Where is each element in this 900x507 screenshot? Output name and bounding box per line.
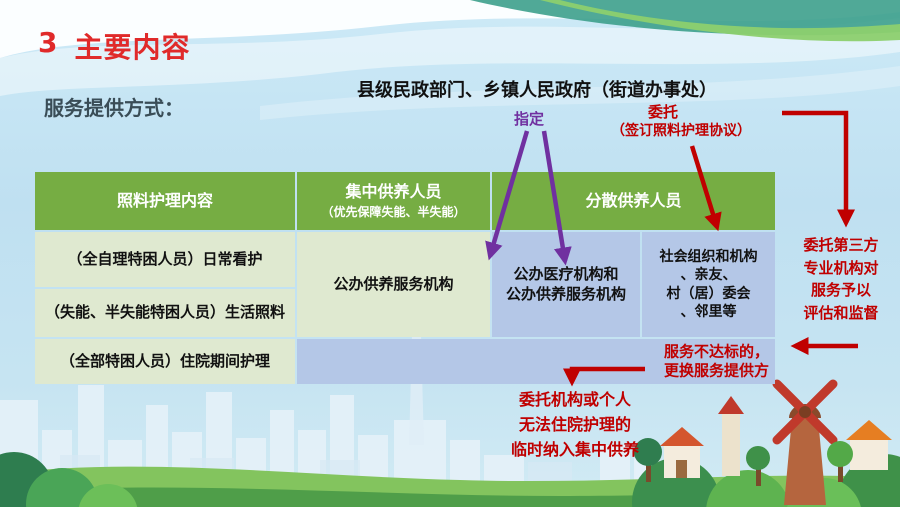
assign-label: 指定: [514, 110, 545, 128]
green-wave: [470, 0, 900, 42]
page-title: 3 主要内容: [38, 26, 191, 66]
cell-public-medical: 公办医疗机构和 公办供养服务机构: [492, 232, 640, 337]
temporary-care-note: 委托机构或个人 无法住院护理的 临时纳入集中供养: [510, 390, 639, 459]
header-centralized-main: 集中供养人员: [345, 181, 442, 201]
foliage: [0, 452, 138, 507]
cell-social-orgs: 社会组织和机构 、亲友、 村（居）委会 、邻里等: [642, 232, 775, 337]
care-table: 照料护理内容 集中供养人员 （优先保障失能、半失能） 分散供养人员 （全自理特困…: [35, 172, 775, 384]
windmill-icon: [772, 379, 838, 505]
third-party-monitor-note: 委托第三方 专业机构对 服务予以 评估和监督: [803, 236, 879, 322]
header-care-content: 照料护理内容: [35, 172, 295, 230]
subtitle: 服务提供方式：: [44, 96, 184, 120]
entrust-sublabel: （签订照料护理协议）: [611, 123, 751, 139]
authority-heading: 县级民政部门、乡镇人民政府（街道办事处）: [357, 80, 717, 101]
house-icon: [660, 427, 704, 478]
house-icon: [846, 420, 892, 470]
header-centralized-sub: （优先保障失能、半失能）: [321, 204, 466, 219]
header-decentralized: 分散供养人员: [492, 172, 775, 230]
tree-icon: [634, 438, 662, 482]
tree-icon: [746, 446, 770, 486]
village-scene: [632, 379, 900, 507]
header-centralized: 集中供养人员 （优先保障失能、半失能）: [297, 172, 490, 230]
table-row: （全部特困人员）住院期间护理: [35, 339, 295, 384]
section-number: 3: [38, 26, 59, 59]
cell-row3-span: 服务不达标的， 更换服务提供方: [297, 339, 775, 384]
table-row: （失能、半失能特困人员）生活照料: [35, 289, 295, 337]
tree-icon: [827, 441, 853, 482]
substandard-note: 服务不达标的， 更换服务提供方: [663, 342, 769, 380]
church-icon: [718, 396, 744, 476]
entrust-label: 委托: [648, 103, 679, 121]
title-text: 主要内容: [74, 31, 191, 64]
cell-public-care-org: 公办供养服务机构: [297, 232, 490, 337]
table-row: （全自理特困人员）日常看护: [35, 232, 295, 287]
